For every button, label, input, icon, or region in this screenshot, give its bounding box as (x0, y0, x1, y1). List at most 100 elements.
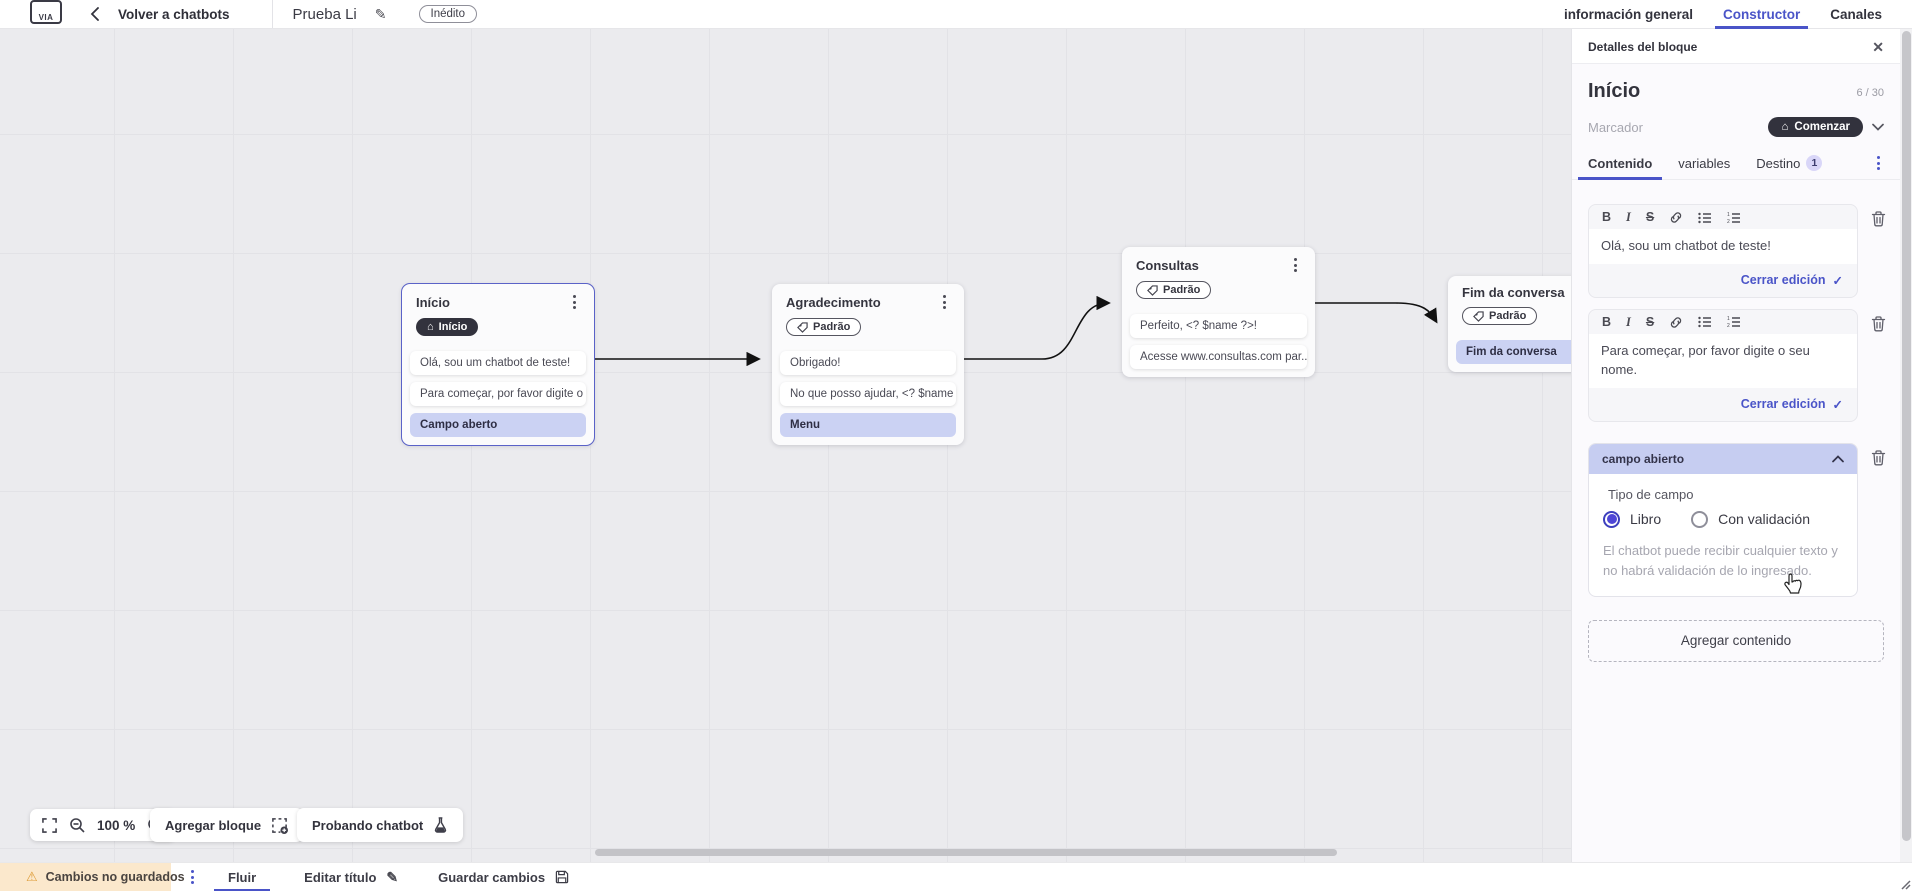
save-changes-button[interactable]: Guardar cambios (438, 870, 569, 885)
block-name-input[interactable]: Início (1588, 80, 1641, 102)
message-text-input[interactable]: Para começar, por favor digite o seu nom… (1589, 333, 1857, 388)
home-icon: ⌂ (427, 321, 434, 333)
field-type-label: Tipo de campo (1608, 486, 1694, 502)
delete-content-button[interactable] (1871, 315, 1886, 332)
test-chatbot-button[interactable]: Probando chatbot (297, 808, 464, 842)
resize-grip-icon[interactable] (1896, 875, 1911, 890)
block-title: Agradecimento (786, 294, 881, 310)
panel-menu-icon[interactable] (1873, 154, 1884, 172)
marker-label: Marcador (1588, 119, 1643, 135)
bold-icon[interactable]: B (1602, 314, 1612, 329)
char-counter: 6 / 30 (1856, 87, 1884, 99)
radio-libro[interactable]: Libro (1603, 510, 1661, 528)
chevron-up-icon[interactable] (1832, 454, 1844, 463)
panel-title: Detalles del bloque (1588, 40, 1698, 54)
block-content-row[interactable]: Perfeito, <? $name ?>! (1130, 314, 1307, 338)
tab-canales[interactable]: Canales (1830, 6, 1882, 22)
canvas-horizontal-scrollbar[interactable] (595, 849, 1337, 856)
bullet-list-icon[interactable] (1698, 212, 1712, 224)
delete-content-button[interactable] (1871, 449, 1886, 466)
close-icon[interactable]: ✕ (1872, 39, 1884, 55)
edit-title-pencil-icon[interactable]: ✎ (374, 5, 387, 22)
check-icon: ✓ (1832, 397, 1843, 412)
back-chevron-icon[interactable] (90, 7, 100, 21)
app-logo-icon[interactable]: VIA (30, 0, 62, 24)
flow-block-inicio[interactable]: Início ⌂Início Olá, sou um chatbot de te… (401, 283, 595, 446)
block-content-row-selected[interactable]: Menu (780, 413, 956, 437)
back-to-chatbots-link[interactable]: Volver a chatbots (118, 6, 230, 22)
strikethrough-icon[interactable]: S (1645, 210, 1655, 225)
block-content-row[interactable]: No que posso ajudar, <? $name ... (780, 382, 956, 406)
ordered-list-icon[interactable]: 12 (1727, 212, 1741, 224)
block-menu-icon[interactable] (1290, 256, 1301, 274)
marker-value-pill[interactable]: ⌂ Comenzar (1768, 117, 1863, 137)
block-type-badge: Padrão (786, 318, 862, 336)
close-edit-button[interactable]: Cerrar edición✓ (1740, 397, 1843, 412)
block-content-row[interactable]: Obrigado! (780, 351, 956, 375)
edit-title-button[interactable]: Editar título ✎ (304, 868, 399, 885)
svg-text:1: 1 (1727, 212, 1730, 218)
main-tabs: información general Constructor Canales (1564, 0, 1882, 29)
flow-block-consultas[interactable]: Consultas Padrão Perfeito, <? $name ?>! … (1122, 247, 1315, 377)
strikethrough-icon[interactable]: S (1645, 314, 1655, 329)
close-edit-button[interactable]: Cerrar edición✓ (1740, 273, 1843, 288)
radio-unselected-icon[interactable] (1691, 510, 1709, 528)
italic-icon[interactable]: I (1626, 314, 1631, 329)
zoom-level: 100 % (97, 817, 136, 833)
block-content-row-selected[interactable]: Campo aberto (410, 413, 586, 437)
add-block-button[interactable]: Agregar bloque (150, 808, 304, 842)
link-icon[interactable] (1669, 316, 1683, 329)
ordered-list-icon[interactable]: 12 (1727, 316, 1741, 328)
divider (271, 0, 273, 28)
block-content-row[interactable]: Acesse www.consultas.com par... (1130, 345, 1307, 369)
trash-icon (1871, 449, 1886, 465)
panel-vertical-scrollbar[interactable] (1900, 29, 1912, 875)
italic-icon[interactable]: I (1626, 210, 1631, 225)
tab-variables[interactable]: variables (1678, 155, 1731, 171)
bold-icon[interactable]: B (1602, 210, 1612, 225)
tab-fluir[interactable]: Fluir (213, 863, 271, 891)
delete-content-button[interactable] (1871, 211, 1886, 227)
radio-con-validacion[interactable]: Con validación (1691, 510, 1810, 528)
destino-count-badge: 1 (1806, 155, 1823, 171)
tag-icon (797, 321, 808, 333)
block-type-badge: Padrão (1136, 281, 1212, 299)
open-field-header[interactable]: campo abierto (1589, 443, 1857, 474)
message-text-input[interactable]: Olá, sou um chatbot de teste! (1589, 229, 1857, 264)
bullet-list-icon[interactable] (1698, 316, 1712, 328)
block-menu-icon[interactable] (569, 293, 580, 311)
fullscreen-icon[interactable] (42, 817, 57, 833)
trash-icon (1871, 315, 1886, 331)
block-content-row-selected[interactable]: Fim da conversa (1456, 340, 1571, 364)
radio-selected-icon[interactable] (1603, 510, 1620, 528)
bottombar: ⚠ Cambios no guardados Fluir Editar títu… (0, 862, 1912, 891)
svg-text:1: 1 (1727, 316, 1730, 322)
connection-arrows (595, 295, 1438, 367)
chevron-down-icon[interactable] (1872, 123, 1884, 131)
block-content-row[interactable]: Para começar, por favor digite o ... (410, 382, 586, 406)
check-icon: ✓ (1832, 273, 1843, 288)
add-content-button[interactable]: Agregar contenido (1588, 619, 1884, 662)
flow-block-fim-da-conversa[interactable]: Fim da conversa Padrão Fim da conversa (1448, 276, 1571, 372)
tab-constructor[interactable]: Constructor (1714, 0, 1809, 29)
zoom-out-icon[interactable] (69, 817, 85, 833)
svg-text:2: 2 (1727, 219, 1730, 224)
flow-canvas[interactable]: Início ⌂Início Olá, sou um chatbot de te… (0, 29, 1571, 862)
block-menu-icon[interactable] (939, 293, 950, 311)
link-icon[interactable] (1669, 211, 1683, 224)
tab-informacion-general[interactable]: información general (1563, 6, 1693, 22)
topbar: VIA Volver a chatbots Prueba Li ✎ Inédit… (0, 0, 1912, 29)
tab-contenido[interactable]: Contenido (1577, 147, 1663, 180)
flow-block-agradecimento[interactable]: Agradecimento Padrão Obrigado! No que po… (772, 284, 964, 445)
trash-icon (1871, 211, 1886, 227)
save-icon (555, 870, 569, 884)
flow-menu-icon[interactable] (187, 868, 198, 886)
block-content-row[interactable]: Olá, sou um chatbot de teste! (410, 351, 586, 375)
home-icon: ⌂ (1781, 121, 1789, 133)
block-title: Consultas (1136, 257, 1199, 273)
